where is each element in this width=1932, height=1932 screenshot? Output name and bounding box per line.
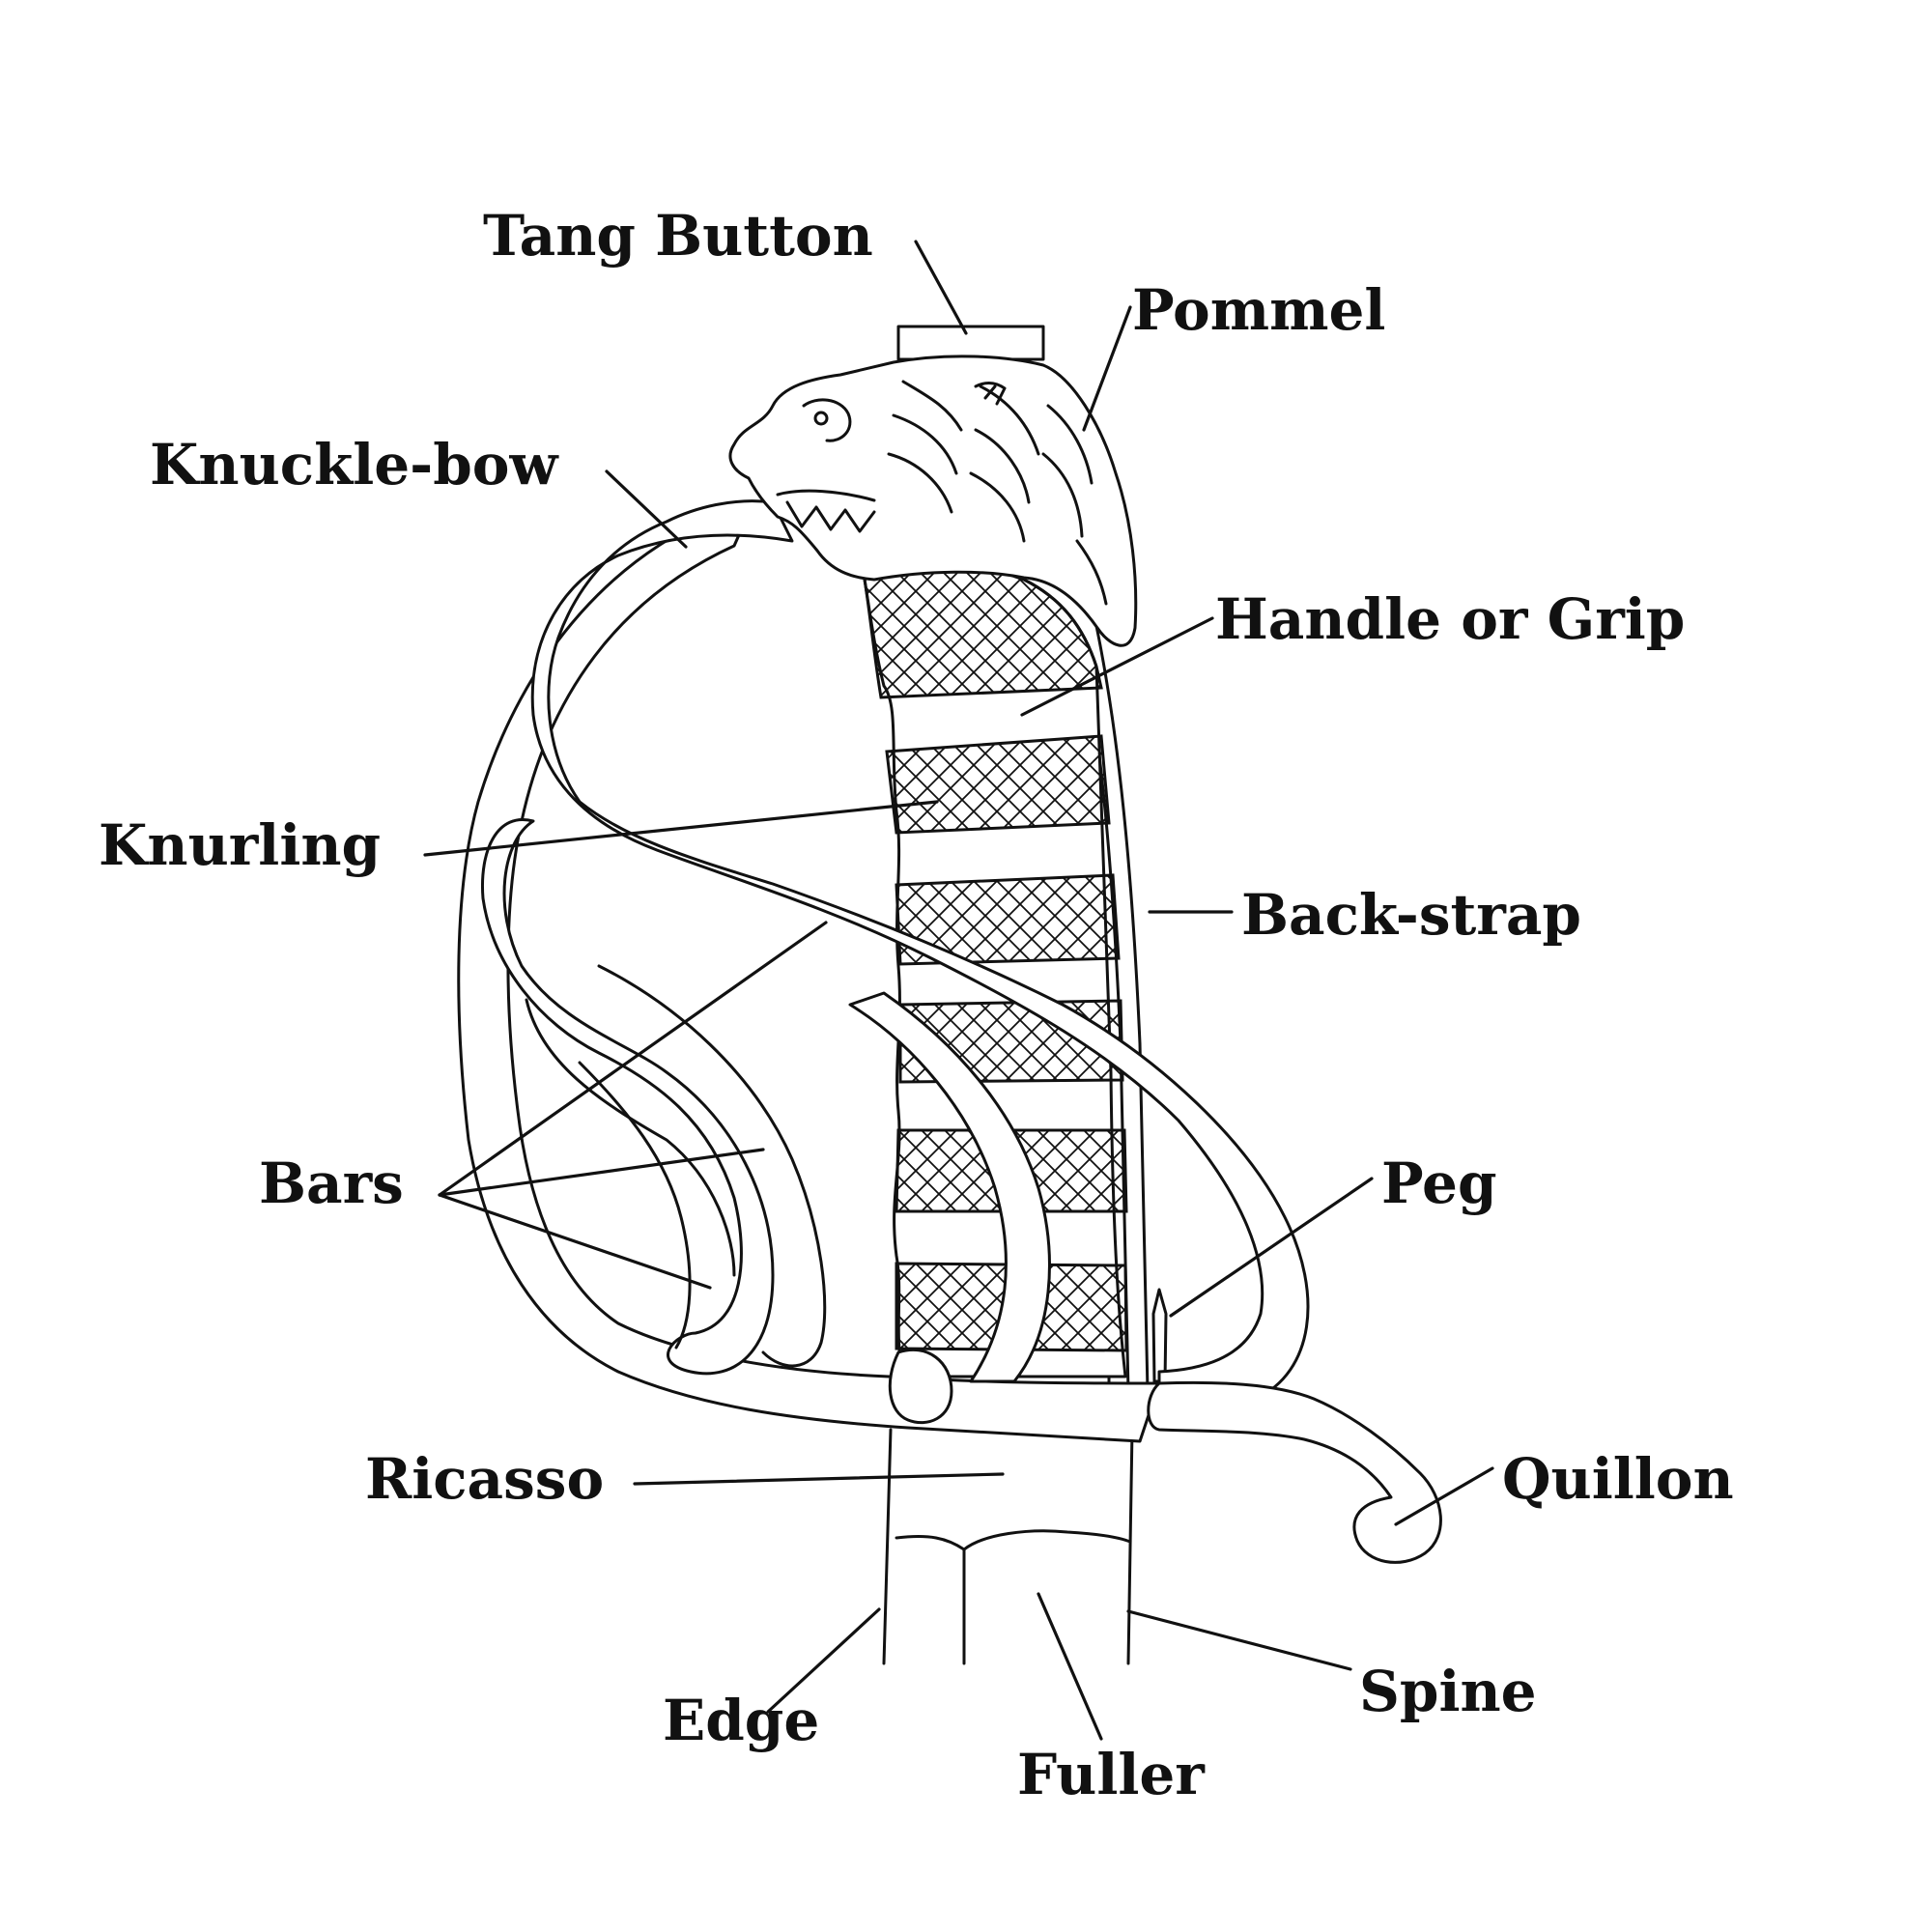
label-pommel: Pommel [1132, 277, 1386, 343]
leader-quillon [1394, 1466, 1494, 1526]
bar-middle [525, 998, 736, 1277]
lion-eye [802, 398, 852, 442]
bar-innermost [578, 1061, 692, 1350]
label-knuckle-bow: Knuckle-bow [150, 432, 558, 497]
label-ricasso: Ricasso [365, 1446, 605, 1512]
leader-ricasso [633, 1472, 1005, 1486]
leader-tang-button [914, 240, 968, 335]
label-edge: Edge [663, 1688, 820, 1753]
label-fuller: Fuller [1017, 1742, 1205, 1807]
label-spine: Spine [1359, 1659, 1537, 1724]
label-bars: Bars [259, 1151, 404, 1216]
mane-curl-1 [901, 380, 963, 432]
leader-knuckle-bow [605, 469, 688, 549]
blade [882, 1428, 1134, 1665]
leader-handle-or-grip [1020, 616, 1214, 717]
mane-curl-8 [1041, 452, 1084, 538]
lion-head [728, 355, 1138, 647]
bar-inner [597, 964, 827, 1368]
knurl-band-2 [885, 734, 1111, 835]
leader-bars-3 [438, 1193, 712, 1290]
bar-front [848, 991, 1051, 1383]
label-peg: Peg [1381, 1151, 1497, 1216]
blade-spine-line [1126, 1428, 1134, 1665]
ricasso-shoulder [895, 1529, 1132, 1551]
pommel [728, 325, 1138, 647]
mane-curl-6 [969, 471, 1026, 543]
label-back-strap: Back-strap [1241, 882, 1581, 948]
leader-fuller [1037, 1592, 1103, 1741]
lion-ear [974, 382, 1007, 406]
leader-edge [766, 1607, 881, 1714]
outer-guard-loop [457, 500, 1161, 1443]
leader-peg [1169, 1177, 1374, 1318]
mane-curl-3 [887, 452, 953, 514]
label-quillon: Quillon [1502, 1446, 1734, 1512]
mane-curl-4 [979, 384, 1040, 456]
guard [457, 499, 1442, 1564]
grip [863, 562, 1128, 1378]
quillon [1147, 1380, 1442, 1564]
bar-outer [480, 818, 775, 1376]
bar-terminal [888, 1348, 953, 1425]
label-handle-or-grip: Handle or Grip [1215, 586, 1686, 652]
label-tang-button: Tang Button [483, 203, 873, 269]
leader-bars-2 [438, 1148, 765, 1197]
leader-lines [423, 240, 1494, 1741]
lion-teeth [785, 500, 876, 533]
leader-bars-1 [438, 921, 828, 1197]
mane-curl-5 [974, 428, 1031, 504]
mane-curl-9 [1075, 539, 1108, 606]
lion-pupil [813, 411, 829, 426]
label-knurling: Knurling [99, 812, 382, 878]
mane-curl-2 [892, 413, 958, 475]
blade-edge-line [882, 1428, 893, 1665]
peg [1151, 1288, 1168, 1383]
mane-curl-7 [1046, 404, 1094, 485]
leader-knurling [423, 800, 939, 857]
tang-button [896, 325, 1045, 361]
lion-mouth [776, 489, 876, 502]
leader-spine [1126, 1609, 1352, 1671]
leader-pommel [1082, 305, 1132, 432]
